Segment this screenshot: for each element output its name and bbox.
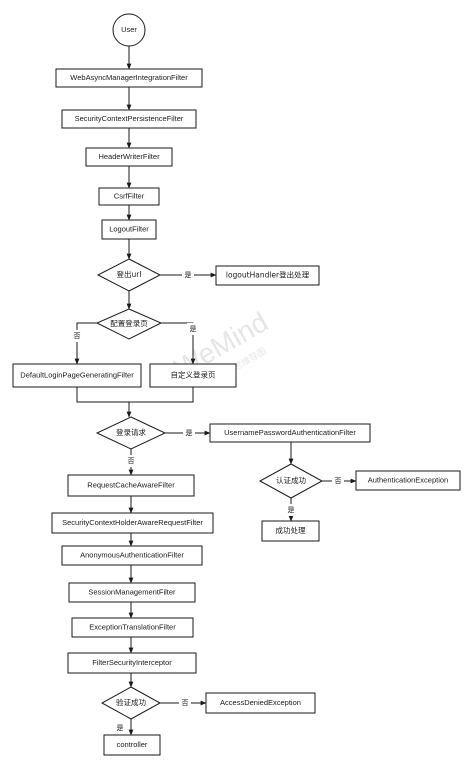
node-security-context-holder-aware-request-filter: SecurityContextHolderAwareRequestFilter	[51, 512, 214, 534]
node-session-mgmt-label: SessionManagementFilter	[88, 587, 176, 596]
edge-label-auth-no: 否	[335, 477, 342, 485]
edge-label-loginpage-yes: 是	[190, 325, 197, 333]
node-session-management-filter: SessionManagementFilter	[68, 582, 196, 603]
edge-label-bg	[285, 504, 297, 516]
node-logout-filter: LogoutFilter	[101, 219, 157, 240]
edge-label-verify-no: 否	[182, 699, 189, 707]
node-username-password-authentication-filter: UsernamePasswordAuthenticationFilter	[209, 423, 371, 443]
edge-label-bg	[125, 455, 137, 467]
edge-label-auth-yes: 是	[288, 506, 295, 514]
edge-labels: 是 否 是 是 否 否 是 否 是	[71, 269, 344, 734]
node-logout-handler: logoutHandler登出处理	[215, 265, 320, 286]
decision-verify-success: 验证成功	[100, 686, 162, 720]
node-user-label: User	[121, 25, 137, 34]
node-user: User	[112, 13, 146, 47]
node-anonymous-label: AnonymousAuthenticationFilter	[80, 550, 184, 559]
node-access-denied-label: AccessDeniedException	[220, 698, 301, 707]
edge-label-loginpage-no: 否	[74, 332, 81, 340]
node-controller-label: controller	[117, 740, 148, 749]
node-default-login-page-generating-filter: DefaultLoginPageGeneratingFilter	[12, 363, 142, 388]
node-sec-ctx-persist-label: SecurityContextPersistenceFilter	[75, 114, 184, 123]
node-anonymous-authentication-filter: AnonymousAuthenticationFilter	[61, 545, 203, 566]
node-custom-login-page: 自定义登录页	[149, 363, 237, 388]
node-success-handling-label: 成功处理	[276, 525, 306, 535]
node-header-writer-label: HeaderWriterFilter	[98, 152, 160, 161]
edge-label-loginrequest-no: 否	[128, 457, 135, 465]
node-exception-translation-label: ExceptionTranslationFilter	[89, 622, 176, 631]
node-access-denied-exception: AccessDeniedException	[205, 692, 316, 714]
edge-label-bg	[71, 330, 83, 342]
node-success-handling: 成功处理	[261, 520, 320, 542]
edge-label-bg	[182, 269, 194, 281]
edge-label-bg	[183, 427, 195, 439]
decision-logout-url-label: 登出url	[117, 269, 142, 279]
node-authentication-exception: AuthenticationException	[355, 470, 461, 491]
edge-label-bg	[179, 697, 191, 709]
node-username-password-label: UsernamePasswordAuthenticationFilter	[224, 428, 356, 437]
node-security-context-persistence-filter: SecurityContextPersistenceFilter	[61, 109, 197, 129]
decision-login-request: 登录请求	[95, 416, 167, 450]
node-web-async-manager-integration-filter: WebAsyncManagerIntegrationFilter	[55, 68, 203, 88]
node-controller: controller	[103, 734, 161, 756]
edge-merge-loginpages	[76, 387, 194, 403]
decision-login-request-label: 登录请求	[116, 427, 146, 437]
edge-label-bg	[187, 323, 199, 335]
decision-login-page-label: 配置登录页	[110, 318, 148, 328]
decision-auth-success-label: 认证成功	[276, 475, 306, 485]
node-default-login-page-label: DefaultLoginPageGeneratingFilter	[20, 370, 134, 379]
decision-verify-success-label: 验证成功	[116, 697, 146, 707]
node-filter-security-label: FilterSecurityInterceptor	[92, 658, 172, 667]
node-csrf-filter: CsrfFilter	[98, 187, 160, 206]
node-sec-ctx-holder-label: SecurityContextHolderAwareRequestFilter	[62, 518, 203, 527]
node-auth-exception-label: AuthenticationException	[368, 475, 448, 484]
edge-loginpage-no	[74, 322, 97, 365]
decision-auth-success: 认证成功	[258, 463, 324, 499]
node-filter-security-interceptor: FilterSecurityInterceptor	[67, 652, 197, 674]
edge-label-logout-yes: 是	[185, 271, 192, 279]
node-exception-translation-filter: ExceptionTranslationFilter	[71, 617, 194, 638]
node-request-cache-label: RequestCacheAwareFilter	[87, 480, 175, 489]
edge-label-loginrequest-yes: 是	[186, 429, 193, 437]
node-logout-label: LogoutFilter	[109, 224, 149, 233]
decision-logout-url: 登出url	[96, 258, 162, 292]
edge-label-bg	[114, 722, 126, 734]
edge-label-bg	[332, 475, 344, 487]
edge-label-verify-yes: 是	[117, 724, 124, 732]
node-logout-handler-label: logoutHandler登出处理	[226, 270, 310, 280]
decision-login-page-configured: 配置登录页	[95, 308, 163, 340]
node-custom-login-page-label: 自定义登录页	[171, 370, 216, 380]
node-header-writer-filter: HeaderWriterFilter	[85, 147, 173, 167]
node-web-async-label: WebAsyncManagerIntegrationFilter	[70, 73, 188, 82]
node-csrf-label: CsrfFilter	[114, 191, 145, 200]
node-request-cache-aware-filter: RequestCacheAwareFilter	[67, 474, 195, 497]
